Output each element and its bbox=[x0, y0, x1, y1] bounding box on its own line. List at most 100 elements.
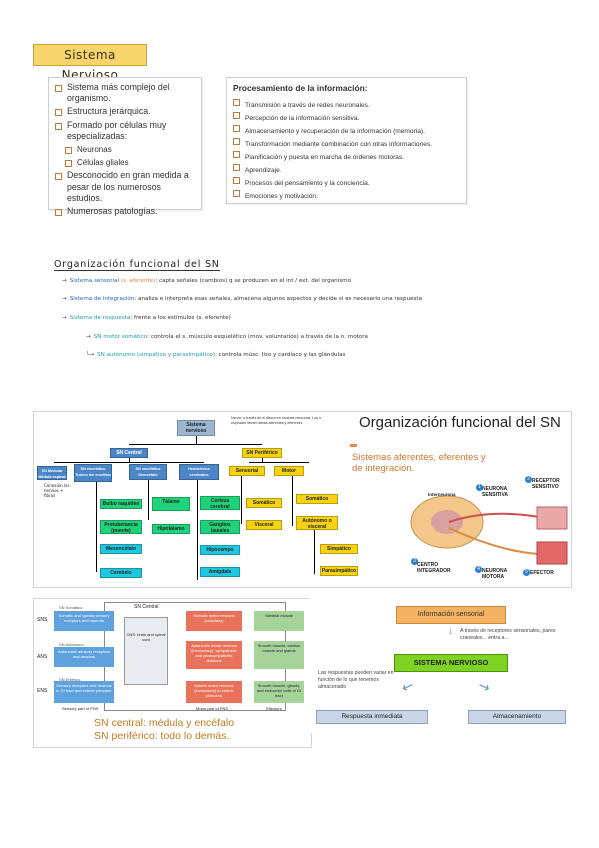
tree-node-protuberancia: Protuberancia (puente) bbox=[100, 520, 142, 534]
tree-node-central: SN Central bbox=[110, 448, 148, 458]
row-tag: SN Somático bbox=[59, 605, 83, 610]
bullet-icon bbox=[65, 147, 72, 155]
row-tag: SN Autónomo bbox=[59, 642, 84, 647]
list-item: Formado por células muy especializadas: bbox=[55, 120, 195, 142]
caption-periferico: SN periférico: todo lo demás. bbox=[94, 730, 230, 742]
effector-box: Smooth muscle, glands, and endocrine cel… bbox=[254, 681, 304, 703]
bullet-icon bbox=[55, 173, 62, 181]
note-line-autonomo: └→SN autónomo (simpático y parasimpático… bbox=[86, 352, 346, 358]
section-title: Organización funcional del SN bbox=[54, 259, 220, 271]
sensory-box: Sensory receptors and neurons in GI trac… bbox=[54, 681, 114, 703]
pns-diagram-panel: SN Central SNS ANS ENS SN Somático SN Au… bbox=[33, 598, 312, 748]
arrow-right-icon: → bbox=[62, 278, 67, 284]
reflex-arc-illustration bbox=[410, 495, 568, 565]
label-neurona-sensitiva: NEURONA SENSITIVA bbox=[482, 486, 509, 498]
row-label: SNS bbox=[37, 617, 48, 623]
list-item: Percepción de la información sensitiva. bbox=[233, 112, 460, 125]
processing-box: Procesamiento de la información: Transmi… bbox=[226, 77, 467, 204]
label-efector: EFECTOR bbox=[530, 570, 554, 576]
cns-box: CNS: brain and spinal cord bbox=[124, 617, 168, 685]
arrow-right-icon: └→ bbox=[86, 352, 95, 358]
tree-node-periferico: SN Periférico bbox=[242, 448, 282, 458]
row-label: ENS bbox=[37, 688, 48, 694]
tree-node-diencefalo: SN encefálico Diencéfalo bbox=[129, 464, 167, 480]
receptor-tissue bbox=[536, 506, 568, 530]
effector-box: Skeletal muscle bbox=[254, 611, 304, 631]
tree-node-talamo: Tálamo bbox=[152, 497, 190, 511]
tree-node-amigdala: Amígdala bbox=[200, 567, 240, 577]
arrow-right-icon: → bbox=[86, 334, 91, 340]
tree-node-hipocampo: Hipocampo bbox=[200, 545, 240, 555]
tree-node-ganglios: Ganglios basales bbox=[200, 520, 240, 534]
sensory-box: Autonomic sensory receptors and neurons bbox=[54, 647, 114, 667]
motor-box: Autonomic motor neurons (involuntary): s… bbox=[186, 641, 242, 669]
tree-node-sensorial: Sensorial bbox=[229, 466, 265, 476]
almacenamiento-box: Almacenamiento bbox=[468, 710, 566, 724]
tree-node-mesencefalo: Mesencéfalo bbox=[100, 544, 142, 554]
nerve-note: Nervio: a través de él discurren muchas … bbox=[231, 416, 323, 425]
label-centro-integrador: CENTRO INTEGRADOR bbox=[417, 562, 451, 574]
grey-matter-shape bbox=[431, 510, 463, 534]
caption-central: SN central: médula y encéfalo bbox=[94, 717, 235, 729]
bullet-icon bbox=[65, 160, 72, 168]
row-label: ANS bbox=[37, 654, 48, 660]
list-item: Emociones y motivación. bbox=[233, 190, 460, 203]
page-title: Sistema Nervioso bbox=[33, 44, 147, 82]
note-line-motor-somatico: →SN motor somático: controla el s. múscu… bbox=[86, 334, 368, 340]
bullet-icon bbox=[233, 190, 240, 197]
motor-box: Enteric motor neurons (involuntary) in e… bbox=[186, 681, 242, 703]
step-number: 4 bbox=[475, 566, 482, 573]
tree-node-simpatico: Simpático bbox=[320, 544, 358, 554]
tree-node-motor: Motor bbox=[274, 466, 304, 476]
bullet-icon bbox=[55, 109, 62, 117]
note-line-sensorial: →Sistema sensorial (s. aferente): capta … bbox=[62, 278, 352, 284]
arrow-down-right-icon: ↘ bbox=[475, 676, 492, 696]
note-line-respuesta: →Sistema de respuesta: frente a los estí… bbox=[62, 315, 231, 321]
bullet-icon bbox=[233, 99, 240, 106]
step-number: 2 bbox=[525, 476, 532, 483]
effector-tissue bbox=[536, 541, 568, 565]
tree-node-parasimpatico: Parasimpático bbox=[320, 566, 358, 576]
tree-node-hemisferios: Hemisferios cerebrales bbox=[179, 464, 219, 480]
arrow-down-icon: ↓ bbox=[448, 626, 453, 637]
bullet-icon bbox=[55, 209, 62, 217]
sistema-nervioso-box: SISTEMA NERVIOSO bbox=[394, 654, 508, 672]
features-box: Sistema más complejo del organismo. Estr… bbox=[48, 77, 202, 217]
tree-node-bulbo: Bulbo raquídeo bbox=[100, 499, 142, 509]
list-item: Estructura jerárquica. bbox=[55, 106, 195, 117]
list-item: Planificación y puesta en marcha de órde… bbox=[233, 151, 460, 164]
arrow-right-icon: → bbox=[62, 315, 67, 321]
effector-box: Smooth muscle, cardiac muscle and glands bbox=[254, 641, 304, 669]
step-number: 3 bbox=[411, 558, 418, 565]
bullet-icon bbox=[233, 138, 240, 145]
tree-node-corteza: Corteza cerebral bbox=[200, 496, 240, 510]
list-item: Sistema más complejo del organismo. bbox=[55, 82, 195, 104]
sub-list-item: Células gliales bbox=[55, 157, 195, 168]
sub-list-item: Neuronas bbox=[55, 144, 195, 155]
footer-label: Motor part of PNS bbox=[196, 706, 229, 711]
step-number: 5 bbox=[523, 569, 530, 576]
footer-label: Effectors bbox=[266, 706, 282, 711]
tree-node-hipotalamo: Hipotálamo bbox=[152, 524, 190, 534]
sn-central-label: SN Central bbox=[134, 604, 159, 610]
list-item: Transformación mediante combinación con … bbox=[233, 138, 460, 151]
tree-node-somatico-motor: Somático bbox=[296, 494, 338, 504]
sensory-box: Somatic and special sensory receptors an… bbox=[54, 611, 114, 631]
note-line-integracion: →Sistema de integración: analiza e inter… bbox=[62, 296, 423, 302]
tree-node-autonomo: Autónomo o visceral bbox=[296, 516, 338, 530]
list-item: Numerosas patologías. bbox=[55, 206, 195, 217]
arrow-down-left-icon: ↙ bbox=[399, 676, 417, 696]
functional-organization-panel: Sistema nervioso Nervio: a través de él … bbox=[33, 411, 572, 588]
list-item: Aprendizaje. bbox=[233, 164, 460, 177]
list-item: Almacenamiento y recuperación de la info… bbox=[233, 125, 460, 138]
handwritten-note: Conexión los nervios + fibras bbox=[44, 483, 70, 498]
bullet-icon bbox=[55, 85, 62, 92]
respuesta-box: Respuesta inmediata bbox=[316, 710, 428, 724]
list-item: Transmisión a través de redes neuronales… bbox=[233, 99, 460, 112]
motor-box: Somatic motor neurons (voluntary) bbox=[186, 611, 242, 631]
label-receptor: RECEPTOR SENSITIVO bbox=[532, 478, 560, 490]
side-note: Las respuestas pueden variar en función … bbox=[318, 670, 394, 690]
tree-node-medular: SN Medular Médula espinal bbox=[37, 466, 67, 480]
arrow-right-icon: → bbox=[62, 296, 67, 302]
label-neurona-motora: NEURONA MOTORA bbox=[482, 568, 508, 580]
